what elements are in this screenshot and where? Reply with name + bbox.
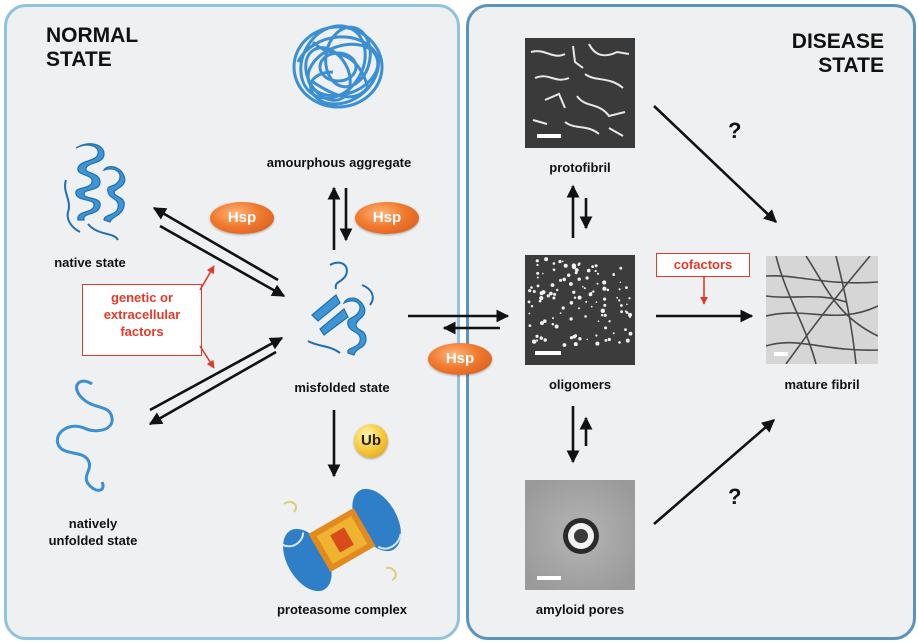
cofactors-box: cofactors — [656, 253, 750, 277]
unfolded-label-line1: natively — [68, 516, 118, 531]
arrow-native-to-misfolded — [159, 224, 286, 298]
misfolded-state-label: misfolded state — [294, 380, 390, 395]
disease-state-title: DISEASE STATE — [788, 30, 884, 78]
unfolded-state-image — [55, 379, 114, 492]
question-mark-top: ? — [728, 118, 742, 143]
normal-state-title: NORMAL STATE — [46, 24, 138, 72]
factors-line3: factors — [120, 324, 164, 339]
protofibril-micrograph — [525, 38, 635, 148]
amorphous-aggregate-label: amourphous aggregate — [266, 155, 412, 170]
oligomers-micrograph — [525, 255, 635, 365]
native-state-label: native state — [54, 255, 126, 270]
arrow-unfolded-to-misfolded — [149, 336, 284, 412]
disease-title-line1: DISEASE — [791, 30, 884, 53]
mature-fibril-micrograph — [766, 256, 878, 364]
proteasome-complex-image — [281, 488, 402, 592]
native-state-image — [64, 143, 126, 241]
unfolded-label-line2: unfolded state — [48, 533, 138, 548]
normal-title-line1: NORMAL — [46, 24, 139, 47]
disease-title-line2: STATE — [818, 54, 884, 77]
amorphous-aggregate-image — [292, 24, 384, 109]
proteasome-complex-label: proteasome complex — [276, 602, 408, 617]
normal-title-line2: STATE — [46, 48, 112, 71]
arrow-amyloid-to-mature — [653, 419, 775, 525]
amyloid-pores-micrograph — [525, 480, 635, 590]
unfolded-state-label: natively unfolded state — [38, 515, 148, 549]
protofibril-label: protofibril — [549, 160, 611, 175]
factors-line1: genetic or — [110, 290, 174, 305]
mature-fibril-label: mature fibril — [784, 377, 860, 392]
genetic-factors-box: genetic or extracellular factors — [82, 284, 202, 356]
factors-line2: extracellular — [103, 307, 181, 322]
factors-arrow-down — [199, 345, 215, 369]
question-mark-bottom: ? — [728, 484, 742, 509]
hsp-badge-native: Hsp — [210, 202, 274, 234]
hsp-badge-aggregate: Hsp — [355, 202, 419, 234]
arrow-protofibril-to-mature — [653, 105, 777, 223]
factors-arrow-up — [199, 265, 215, 291]
oligomers-label: oligomers — [548, 377, 612, 392]
amyloid-pores-label: amyloid pores — [535, 602, 625, 617]
arrow-misfolded-to-unfolded — [148, 350, 277, 426]
arrow-misfolded-to-native — [152, 206, 279, 282]
ub-badge: Ub — [354, 424, 388, 458]
misfolded-state-image — [307, 261, 374, 356]
hsp-badge-oligomers: Hsp — [428, 343, 492, 375]
